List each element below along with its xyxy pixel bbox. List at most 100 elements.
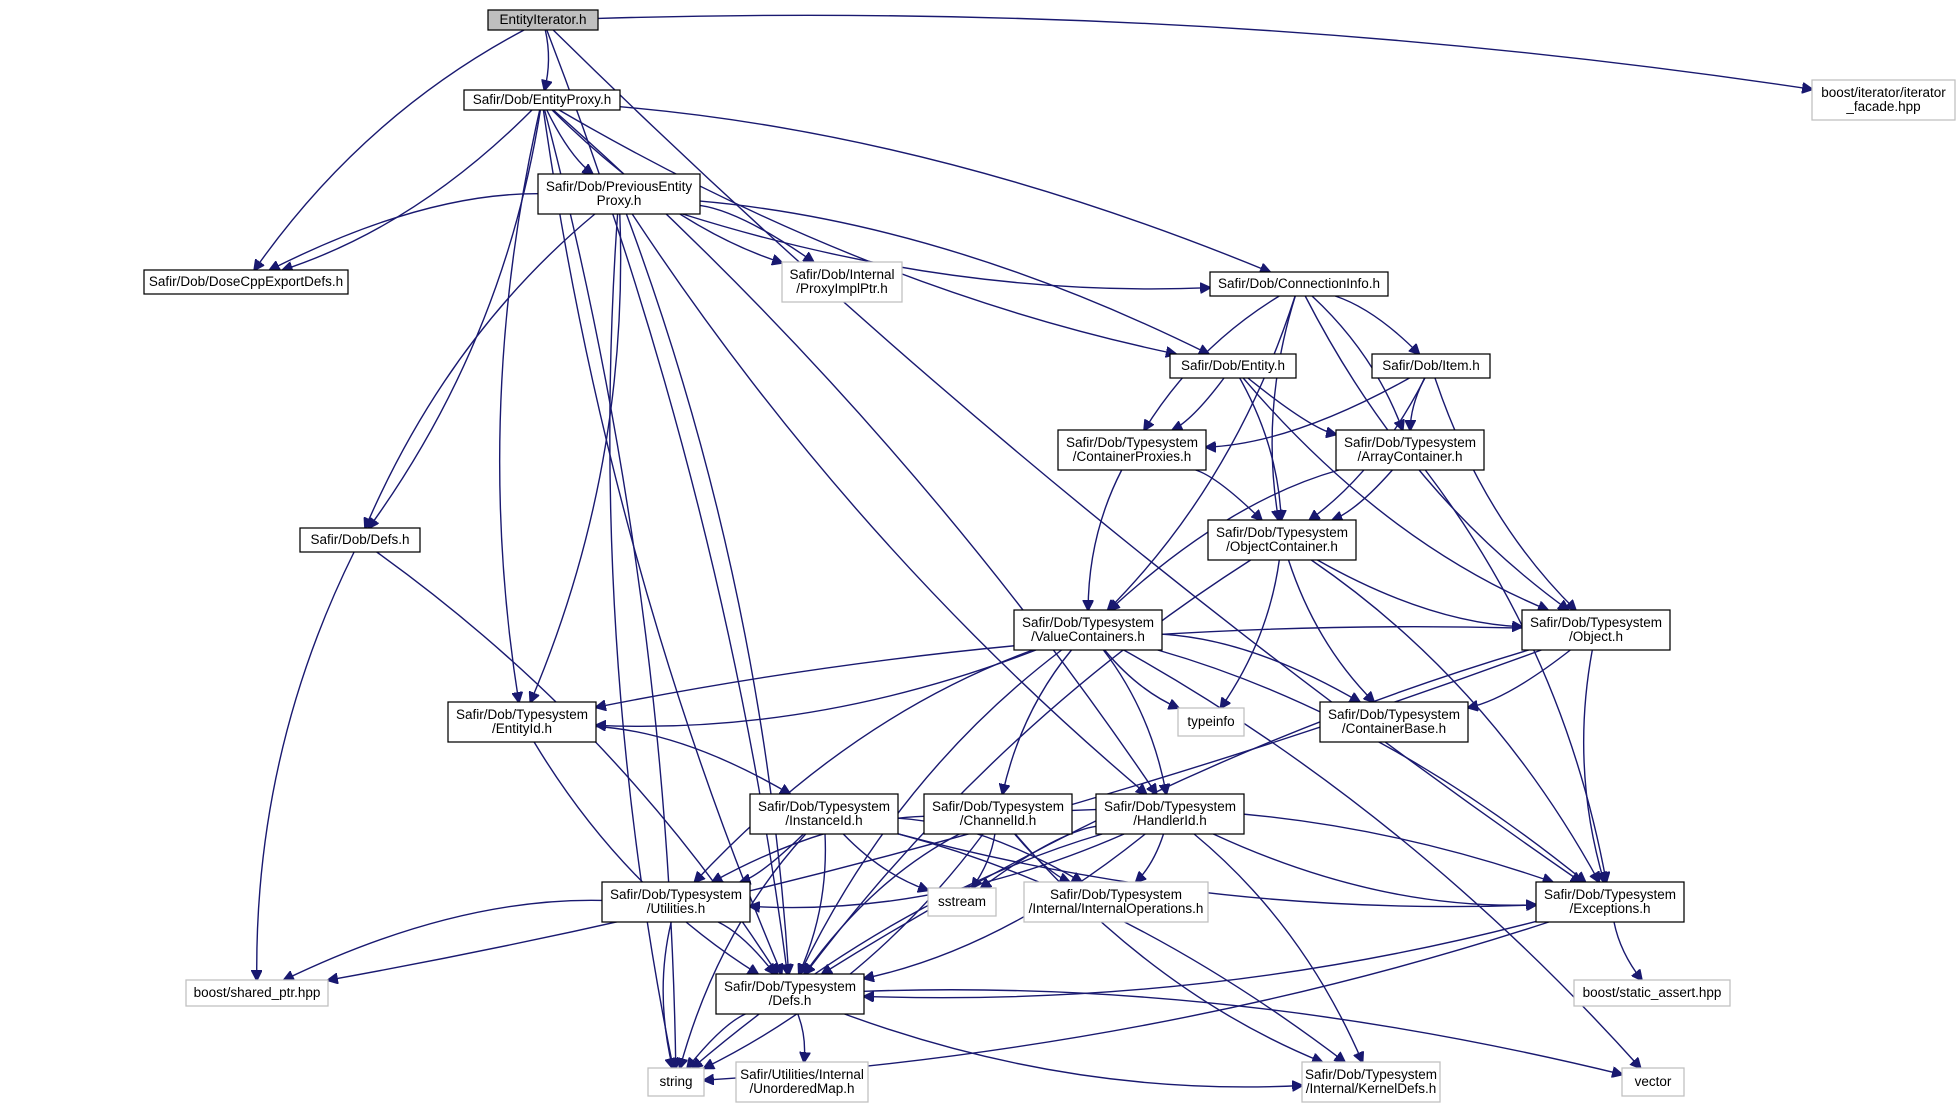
node-instanceid[interactable]: Safir/Dob/Typesystem/InstanceId.h — [749, 793, 899, 835]
edge-utilities-to-string — [662, 921, 672, 1068]
node-label-handlerid-line-1: /HandlerId.h — [1133, 813, 1207, 828]
node-entityid[interactable]: Safir/Dob/Typesystem/EntityId.h — [447, 701, 597, 743]
node-label-unorderedmap-line-0: Safir/Utilities/Internal — [740, 1067, 864, 1082]
edge-prevproxy-to-string — [609, 213, 673, 1068]
node-label-object-line-1: /Object.h — [1569, 629, 1623, 644]
node-box-prevproxy — [537, 173, 701, 215]
node-label-instanceid-line-1: /InstanceId.h — [785, 813, 862, 828]
node-item[interactable]: Safir/Dob/Item.h — [1371, 353, 1491, 379]
node-label-channelid-line-0: Safir/Dob/Typesystem — [932, 799, 1064, 814]
node-label-entityid-line-0: Safir/Dob/Typesystem — [456, 707, 588, 722]
node-box-sstream — [927, 887, 997, 917]
edge-utilities-to-tsdefs — [717, 921, 775, 974]
node-box-typeinfo — [1177, 707, 1245, 737]
node-valuecontainers[interactable]: Safir/Dob/Typesystem/ValueContainers.h — [1013, 609, 1163, 651]
edge-objectcontainer-to-tsdefs — [805, 559, 1252, 974]
node-objectcontainer[interactable]: Safir/Dob/Typesystem/ObjectContainer.h — [1207, 519, 1357, 561]
dependency-edges — [254, 14, 1812, 1087]
node-box-internalops — [1023, 881, 1209, 923]
edge-object-to-containerbase — [1468, 649, 1571, 708]
node-exceptions[interactable]: Safir/Dob/Typesystem/Exceptions.h — [1535, 881, 1685, 923]
node-arraycontainer[interactable]: Safir/Dob/Typesystem/ArrayContainer.h — [1335, 429, 1485, 471]
node-containerproxies[interactable]: Safir/Dob/Typesystem/ContainerProxies.h — [1057, 429, 1207, 471]
node-tsdefs[interactable]: Safir/Dob/Typesystem/Defs.h — [715, 973, 865, 1015]
node-conninfo[interactable]: Safir/Dob/ConnectionInfo.h — [1209, 271, 1389, 297]
node-label-iterfacade-line-1: _facade.hpp — [1845, 99, 1920, 114]
node-iterfacade: boost/iterator/iterator_facade.hpp — [1811, 79, 1956, 121]
node-object[interactable]: Safir/Dob/Typesystem/Object.h — [1521, 609, 1671, 651]
node-dosecpp[interactable]: Safir/Dob/DoseCppExportDefs.h — [143, 269, 349, 295]
node-label-string-line-0: string — [659, 1074, 692, 1089]
node-box-string — [647, 1067, 705, 1097]
node-utilities[interactable]: Safir/Dob/Typesystem/Utilities.h — [601, 881, 751, 923]
node-label-kerneldefs-line-1: /Internal/KernelDefs.h — [1306, 1081, 1437, 1096]
node-label-sstream-line-0: sstream — [938, 894, 986, 909]
edge-instanceid-to-kerneldefs — [897, 833, 1345, 1062]
node-box-conninfo — [1209, 271, 1389, 297]
edge-containerproxies-to-objectcontainer — [1195, 469, 1262, 520]
node-box-entityproxy — [463, 89, 621, 111]
node-internalops: Safir/Dob/Typesystem/Internal/InternalOp… — [1023, 881, 1209, 923]
edge-handlerid-to-string — [692, 833, 1103, 1068]
edge-entityproxy-to-string — [543, 109, 676, 1068]
node-label-internalops-line-1: /Internal/InternalOperations.h — [1029, 901, 1204, 916]
node-label-entityiterator-line-0: EntityIterator.h — [499, 12, 586, 27]
edge-entityiterator-to-dosecpp — [254, 29, 525, 270]
edge-instanceid-to-exceptions — [897, 833, 1536, 907]
node-box-containerproxies — [1057, 429, 1207, 471]
edge-handlerid-to-tsdefs — [864, 833, 1146, 979]
node-label-entityproxy-line-0: Safir/Dob/EntityProxy.h — [473, 92, 612, 107]
node-box-objectcontainer — [1207, 519, 1357, 561]
edge-valuecontainers-to-tsdefs — [800, 649, 1063, 974]
node-box-dosecpp — [143, 269, 349, 295]
node-box-tsdefs — [715, 973, 865, 1015]
edge-item-to-object — [1434, 377, 1576, 610]
node-vector: vector — [1621, 1067, 1685, 1097]
node-label-dosecpp-line-0: Safir/Dob/DoseCppExportDefs.h — [149, 274, 343, 289]
node-entityproxy[interactable]: Safir/Dob/EntityProxy.h — [463, 89, 621, 111]
edge-channelid-to-kerneldefs — [1014, 833, 1322, 1062]
node-label-tsdefs-line-0: Safir/Dob/Typesystem — [724, 979, 856, 994]
node-label-kerneldefs-line-0: Safir/Dob/Typesystem — [1305, 1067, 1437, 1082]
node-box-unorderedmap — [735, 1061, 869, 1103]
node-dobdefs[interactable]: Safir/Dob/Defs.h — [299, 527, 421, 553]
edge-prevproxy-to-dosecpp — [270, 192, 539, 270]
node-box-instanceid — [749, 793, 899, 835]
edge-entityiterator-to-exceptions — [552, 29, 1581, 882]
edge-objectcontainer-to-containerbase — [1287, 559, 1374, 702]
edge-object-to-tsdefs — [822, 649, 1529, 974]
edge-entity-to-arraycontainer — [1247, 377, 1336, 434]
node-containerbase[interactable]: Safir/Dob/Typesystem/ContainerBase.h — [1319, 701, 1469, 743]
node-entity[interactable]: Safir/Dob/Entity.h — [1169, 353, 1297, 379]
node-entityiterator[interactable]: EntityIterator.h — [487, 9, 599, 31]
edge-conninfo-to-valuecontainers — [1108, 295, 1296, 610]
edge-entity-to-objectcontainer — [1239, 377, 1282, 520]
edge-channelid-to-sstream — [972, 833, 996, 888]
node-label-sharedptr-line-0: boost/shared_ptr.hpp — [194, 985, 321, 1000]
edge-entityid-to-tsdefs — [533, 741, 758, 974]
edge-entityproxy-to-tsdefs — [542, 109, 781, 974]
edge-tsdefs-to-unorderedmap — [797, 1013, 805, 1062]
node-label-exceptions-line-0: Safir/Dob/Typesystem — [1544, 887, 1676, 902]
node-label-internalops-line-0: Safir/Dob/Typesystem — [1050, 887, 1182, 902]
edge-prevproxy-to-entityid — [531, 213, 622, 702]
edge-conninfo-to-arraycontainer — [1311, 295, 1403, 430]
node-label-iterfacade-line-0: boost/iterator/iterator — [1821, 85, 1946, 100]
node-label-prevproxy-line-1: Proxy.h — [597, 193, 642, 208]
node-unorderedmap: Safir/Utilities/Internal/UnorderedMap.h — [735, 1061, 869, 1103]
edge-handlerid-to-internalops — [1136, 833, 1165, 882]
node-label-utilities-line-1: /Utilities.h — [647, 901, 706, 916]
edge-tsdefs-to-string — [687, 1013, 746, 1068]
node-handlerid[interactable]: Safir/Dob/Typesystem/HandlerId.h — [1095, 793, 1245, 835]
node-label-containerbase-line-1: /ContainerBase.h — [1342, 721, 1446, 736]
edge-prevproxy-to-proxyimpl — [699, 204, 814, 262]
node-box-object — [1521, 609, 1671, 651]
node-label-staticassert-line-0: boost/static_assert.hpp — [1583, 985, 1722, 1000]
edge-valuecontainers-to-channelid — [1003, 649, 1073, 794]
node-box-kerneldefs — [1301, 1061, 1441, 1103]
node-label-typeinfo-line-0: typeinfo — [1187, 714, 1234, 729]
node-label-item-line-0: Safir/Dob/Item.h — [1382, 358, 1480, 373]
node-channelid[interactable]: Safir/Dob/Typesystem/ChannelId.h — [923, 793, 1073, 835]
